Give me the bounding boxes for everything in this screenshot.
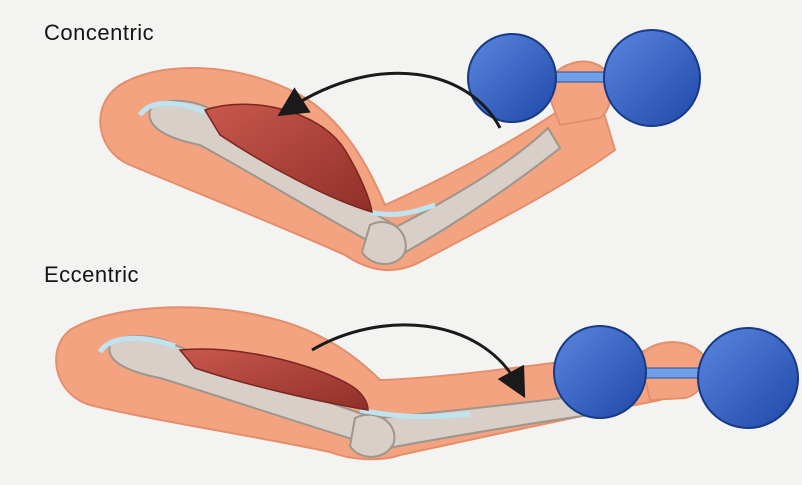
eccentric-dumbbell-plate-right <box>698 328 798 428</box>
concentric-label: Concentric <box>44 20 154 46</box>
concentric-elbow-joint <box>362 222 406 264</box>
concentric-dumbbell-plate-right <box>604 30 700 126</box>
eccentric-dumbbell-plate-left <box>554 326 646 418</box>
eccentric-elbow-joint <box>350 415 394 457</box>
concentric-dumbbell-plate-left <box>468 34 556 122</box>
eccentric-label: Eccentric <box>44 262 139 288</box>
